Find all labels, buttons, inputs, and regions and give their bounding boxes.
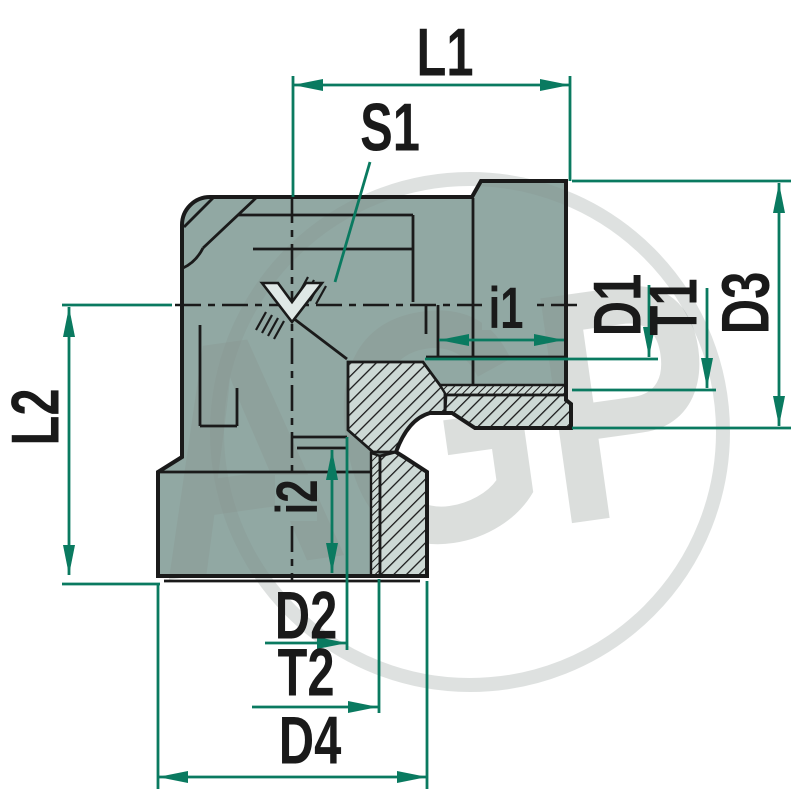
l2-arrow-top <box>63 307 75 337</box>
dimension-t2: T2 <box>252 579 381 713</box>
label-l2: L2 <box>0 388 73 445</box>
surface-finish-symbol <box>255 276 327 340</box>
i1-arrow-left <box>439 334 469 346</box>
dimension-s1: S1 <box>333 89 420 283</box>
dimension-l1: L1 <box>291 14 572 197</box>
label-d2: D2 <box>275 577 338 654</box>
t1-arrow <box>701 358 713 388</box>
dimension-d1: D1 <box>425 274 658 361</box>
dimension-t1: T1 <box>572 278 716 392</box>
section-hatching <box>346 360 573 578</box>
dimension-l2: L2 <box>0 303 172 586</box>
dimension-d4: D4 <box>156 581 429 789</box>
label-i2: i2 <box>264 480 329 515</box>
d4-arrow-right <box>397 771 427 783</box>
s1-leader <box>333 161 372 283</box>
corner-chamfer-line-1 <box>183 197 214 228</box>
label-s1: S1 <box>360 89 420 166</box>
label-i1: i1 <box>489 275 524 340</box>
label-l1: L1 <box>416 14 473 91</box>
t2-arrow <box>348 701 378 713</box>
d1-arrow <box>643 327 655 357</box>
dimension-d2: D2 <box>265 437 349 654</box>
label-d3: D3 <box>707 272 784 335</box>
dimension-i1: i1 <box>439 275 564 346</box>
cavity-corner-diagonal <box>292 316 348 361</box>
d3-arrow-bottom <box>773 396 785 426</box>
d3-arrow-top <box>773 183 785 213</box>
dimension-i2: i2 <box>264 450 338 573</box>
label-t2: T2 <box>277 634 334 711</box>
label-t1: T1 <box>635 278 712 335</box>
section-thread-band-right <box>437 383 568 397</box>
section-wall-bottom-port <box>378 450 429 578</box>
l1-arrow-right <box>540 79 570 91</box>
i1-arrow-right <box>534 334 564 346</box>
body-detail-lines <box>158 195 566 583</box>
l1-arrow-left <box>293 79 323 91</box>
d2-arrow <box>317 637 347 649</box>
corner-chamfer-line-2 <box>202 195 258 250</box>
fitting-outline <box>156 179 573 578</box>
corner-inner-arc <box>182 247 205 270</box>
i2-arrow-bottom <box>326 543 338 573</box>
label-d4: D4 <box>279 702 342 779</box>
d4-arrow-left <box>158 771 188 783</box>
i1-label-mask <box>482 284 530 330</box>
dimensions: L1 S1 i1 D1 T1 <box>0 14 791 789</box>
l2-arrow-bottom <box>63 545 75 575</box>
surface-symbol-check <box>259 281 325 325</box>
dimension-d3: D3 <box>572 179 791 430</box>
i2-arrow-top <box>326 450 338 480</box>
i2-label-mask <box>275 475 317 521</box>
label-d1: D1 <box>579 274 656 337</box>
watermark-ring <box>210 172 730 692</box>
